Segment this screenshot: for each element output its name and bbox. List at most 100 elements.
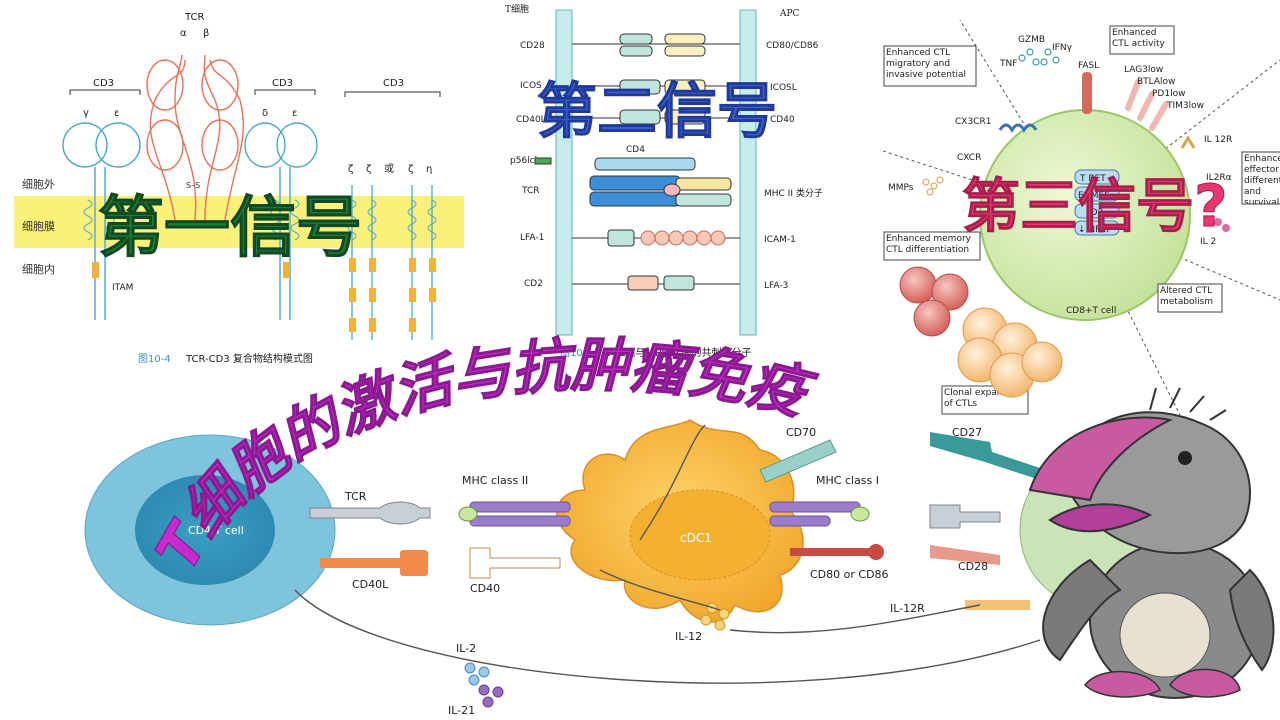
memory-ctl-cells (899, 266, 969, 337)
text-clonal: Clonal expansion of CTLs (944, 388, 1021, 409)
costim-molecule-pairs (534, 33, 740, 291)
label-cd8-cell: CD8+T cell (1066, 306, 1116, 316)
peptide-mhc2 (458, 506, 478, 522)
bracket-cd3-mid (254, 89, 316, 95)
transmembrane-helices (83, 199, 437, 241)
mmp-dots (922, 176, 944, 196)
tcr-cd3-panel: 细胞外 细胞膜 细胞内 TCR α β S–S CD3 γ ε ITAM (14, 12, 464, 365)
ctl-panel: T BET EOMES ID3 ↓ NFAT FASL LAG3low BTLA… (879, 19, 1280, 416)
label-cxcr: CXCR (957, 153, 981, 163)
label-cd40: CD40 (770, 115, 795, 125)
label-tcr-dc: TCR (344, 490, 367, 503)
cd4-nucleus (135, 475, 275, 585)
label-cell-inside: 细胞内 (22, 262, 55, 276)
costim-panel: T细胞 APC CD28 ICOS CD40L p56lck TCR LFA-1… (505, 3, 823, 359)
inhibitory-receptors (1125, 79, 1169, 131)
label-beta: β (203, 28, 209, 39)
cd27-receptor (930, 432, 1040, 478)
label-il12r: IL-12R (890, 602, 925, 615)
label-mhc1: MHC class I (816, 474, 879, 487)
label-zeta-2: ζ (366, 164, 371, 175)
mhc1-a (769, 501, 861, 513)
label-cd40: CD40 (470, 582, 500, 595)
peptide-mhc1 (850, 506, 870, 522)
vulture-wing-left (1042, 558, 1122, 662)
cd40l-stem (320, 558, 400, 568)
label-p56lck: p56lck (510, 156, 541, 166)
label-tim3: TIM3low (1166, 101, 1204, 111)
cytokine-dots (1018, 48, 1060, 66)
label-epsilon-1: ε (114, 108, 119, 119)
label-fasl: FASL (1078, 61, 1099, 71)
text-migratory: Enhanced CTL migratory and invasive pote… (886, 48, 966, 80)
label-ss-bridge: S–S (186, 181, 200, 190)
t-cell-membrane (555, 9, 573, 336)
box-metabolism (1157, 283, 1223, 313)
label-mmps: MMPs (888, 183, 914, 193)
label-cd28: CD28 (520, 41, 545, 51)
text-memory: Enhanced memory CTL differentiation (886, 234, 971, 255)
vulture-belly (1119, 592, 1211, 678)
label-cd3-mid: CD3 (272, 78, 293, 89)
label-il2-dc: IL-2 (456, 642, 476, 655)
itam-left (92, 262, 99, 278)
overlay-signal-2: 第二信号 (537, 77, 777, 147)
label-cell-membrane: 细胞膜 (22, 220, 55, 233)
label-epsilon-2: ε (292, 108, 297, 119)
bracket-cd3-left (69, 89, 141, 95)
tf-nfat: ↓ NFAT (1078, 225, 1111, 235)
text-effector: Enhanced effector differentiation and su… (1244, 154, 1280, 204)
label-cd4: CD4 (626, 145, 645, 155)
label-mhc2: MHC class II (462, 474, 528, 487)
vulture-beak-upper (1028, 416, 1174, 502)
label-gzmb: GZMB (1018, 35, 1045, 45)
cd80-stem (790, 548, 870, 556)
text-metabolism: Altered CTL metabolism (1160, 286, 1214, 307)
label-zeta-1: ζ (348, 164, 353, 175)
label-cd40l: CD40L (516, 115, 546, 125)
label-cd4-t-cell: CD4 T cell (188, 524, 244, 537)
caption-fig-10-4: TCR-CD3 复合物结构模式图 (185, 352, 313, 365)
label-cd80: CD80 or CD86 (810, 568, 889, 581)
il12r-receptor-dc (965, 600, 1030, 610)
tf-tbet: T BET (1079, 174, 1106, 184)
label-cd3-right: CD3 (383, 78, 404, 89)
fasl-receptor (1082, 72, 1092, 114)
label-icam1: ICAM-1 (764, 235, 796, 245)
label-tcr: TCR (184, 12, 205, 23)
label-il21: IL-21 (448, 704, 475, 717)
box-effector (1241, 151, 1280, 205)
cd80-head (868, 544, 884, 560)
signal-arrows (294, 424, 1041, 684)
cd40-receptor (469, 547, 561, 579)
label-tcr-costim: TCR (521, 186, 540, 196)
label-gamma: γ (83, 108, 89, 119)
label-itam: ITAM (112, 283, 133, 293)
dc-panel: CD4 T cell cDC1 TCR MHC class II CD40L C… (84, 419, 1161, 717)
label-il2: IL 2 (1200, 237, 1216, 247)
box-memory (883, 231, 981, 261)
label-pd1: PD1low (1152, 89, 1185, 99)
box-migratory (883, 45, 977, 87)
label-lfa1: LFA-1 (520, 233, 544, 243)
label-cd27: CD27 (952, 426, 982, 439)
mhc1-b (769, 515, 831, 527)
label-cx3cr1: CX3CR1 (955, 117, 991, 127)
label-apc: APC (779, 9, 800, 19)
label-tnf: TNF (999, 59, 1017, 69)
vulture-beak-lower (1048, 503, 1153, 533)
vulture-cartoon (1028, 387, 1275, 699)
transcription-factor-stack: T BET EOMES ID3 ↓ NFAT (1074, 169, 1120, 236)
cd3-gamma-epsilon-chains (62, 122, 141, 320)
cd70-ligand (759, 439, 837, 483)
il12r-receptor (1180, 135, 1196, 149)
bracket-cd3-right (344, 91, 441, 97)
cdc1-nucleus (629, 489, 771, 581)
tcr-cd8 (929, 504, 1001, 529)
label-icos: ICOS (520, 81, 542, 91)
icam1-domains (640, 230, 726, 246)
cx3cr1-receptor (998, 123, 1038, 133)
vulture-wing-right (1228, 568, 1275, 672)
tcr-receptor (309, 501, 431, 525)
